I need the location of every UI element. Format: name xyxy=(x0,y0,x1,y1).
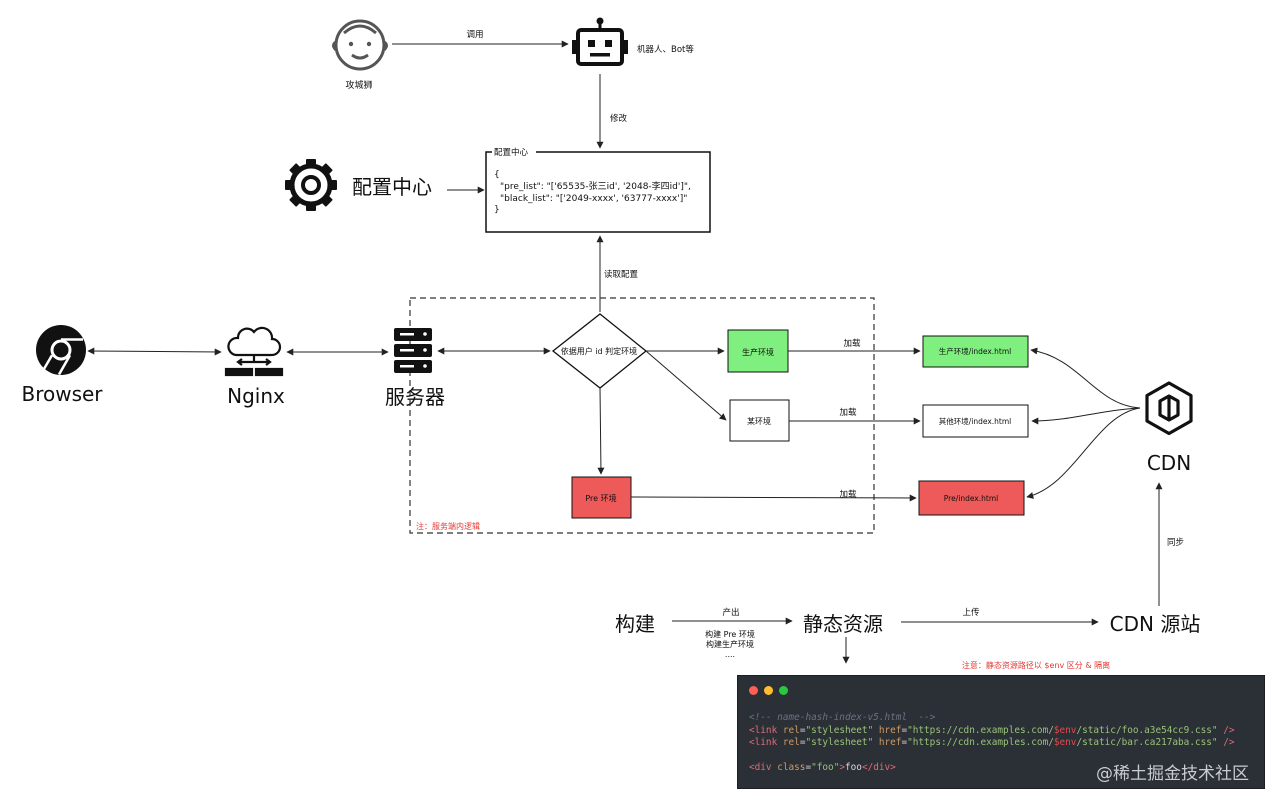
config-black-list: "black_list": "['2049-xxxx', '63777-xxxx… xyxy=(500,194,687,204)
bot-label: 机器人、Bot等 xyxy=(637,44,694,55)
code-foo-text: foo xyxy=(845,762,862,774)
server-icon xyxy=(394,328,432,373)
build-more-label: .... xyxy=(725,650,735,659)
maximize-dot xyxy=(779,686,788,695)
build-label: 构建 xyxy=(615,612,655,636)
other-env-label: 某环境 xyxy=(747,416,771,426)
robot-icon xyxy=(572,17,628,66)
read-config-label: 读取配置 xyxy=(604,269,639,280)
cdn-other-curve xyxy=(1031,407,1141,425)
prod-page-box xyxy=(922,335,1029,368)
window-controls xyxy=(749,686,788,695)
cloud-network-icon xyxy=(224,326,284,377)
load-pre-arrow xyxy=(630,494,917,502)
minimize-dot xyxy=(764,686,773,695)
code-path-2: /static/bar.ca217aba.css" xyxy=(1076,737,1218,749)
load-pre-label: 加载 xyxy=(839,489,857,500)
code-window: <!-- name-hash-index-v5.html --> <link r… xyxy=(737,675,1265,789)
config-box-title-bg xyxy=(492,146,536,158)
to-pre-arrow xyxy=(597,387,605,475)
output-label: 产出 xyxy=(722,607,739,618)
cdn-prod-curve xyxy=(1030,347,1141,409)
static-note: 注意：静态资源路径以 $env 区分 & 隔离 xyxy=(962,660,1110,670)
other-page-box xyxy=(922,404,1029,438)
nginx-label: Nginx xyxy=(227,384,285,408)
code-path-1: /static/foo.a3e54cc9.css" xyxy=(1076,724,1218,736)
load-other-label: 加载 xyxy=(839,407,857,418)
pre-env-label: Pre 环境 xyxy=(585,493,616,503)
code-env-1: $env xyxy=(1053,724,1077,736)
build-pre-label: 构建 Pre 环境 xyxy=(705,629,755,639)
load-prod-label: 加载 xyxy=(843,338,861,349)
other-page-label: 其他环境/index.html xyxy=(939,416,1012,426)
developer-icon xyxy=(332,19,388,71)
gear-icon xyxy=(285,159,337,211)
to-other-arrow xyxy=(645,350,727,421)
prod-env-label: 生产环境 xyxy=(742,347,774,357)
server-label: 服务器 xyxy=(385,385,445,409)
server-boundary xyxy=(409,297,875,534)
developer-label: 攻城狮 xyxy=(345,79,372,91)
config-box xyxy=(485,151,711,233)
decision-label: 依据用户 id 判定环境 xyxy=(561,346,637,356)
watermark: @稀土掘金技术社区 xyxy=(1096,764,1249,784)
pre-page-box xyxy=(918,480,1025,516)
close-dot xyxy=(749,686,758,695)
cdn-icon xyxy=(1145,381,1193,436)
sync-label: 同步 xyxy=(1167,538,1184,548)
browser-label: Browser xyxy=(21,382,103,406)
config-pre-list: "pre_list": "['65535-张三id', '2048-李四id']… xyxy=(500,180,691,192)
server-note: 注：服务端内逻辑 xyxy=(416,521,480,531)
prod-page-label: 生产环境/index.html xyxy=(939,346,1012,356)
code-content: <!-- name-hash-index-v5.html --> <link r… xyxy=(749,712,1235,774)
config-json-close: } xyxy=(494,205,500,215)
code-url-1: "https://cdn.examples.com/ xyxy=(907,724,1054,736)
pre-env-box xyxy=(571,476,632,519)
modify-label: 修改 xyxy=(610,113,628,124)
code-comment: <!-- name-hash-index-v5.html --> xyxy=(749,712,936,723)
config-json-open: { xyxy=(494,170,500,180)
pre-page-label: Pre/index.html xyxy=(944,494,998,503)
cdn-label: CDN xyxy=(1147,451,1191,475)
prod-env-box xyxy=(727,329,789,373)
browser-nginx-arrow xyxy=(87,347,222,356)
code-env-2: $env xyxy=(1053,737,1077,749)
cdn-origin-label: CDN 源站 xyxy=(1110,612,1201,636)
config-center-title: 配置中心 xyxy=(352,175,432,199)
build-prod-label: 构建生产环境 xyxy=(706,639,754,649)
static-label: 静态资源 xyxy=(803,612,883,636)
code-url-2: "https://cdn.examples.com/ xyxy=(907,737,1054,749)
cdn-pre-curve xyxy=(1026,407,1141,499)
upload-label: 上传 xyxy=(962,607,980,618)
config-box-title: 配置中心 xyxy=(494,147,529,158)
chrome-icon xyxy=(36,325,86,376)
call-label: 调用 xyxy=(466,30,483,40)
